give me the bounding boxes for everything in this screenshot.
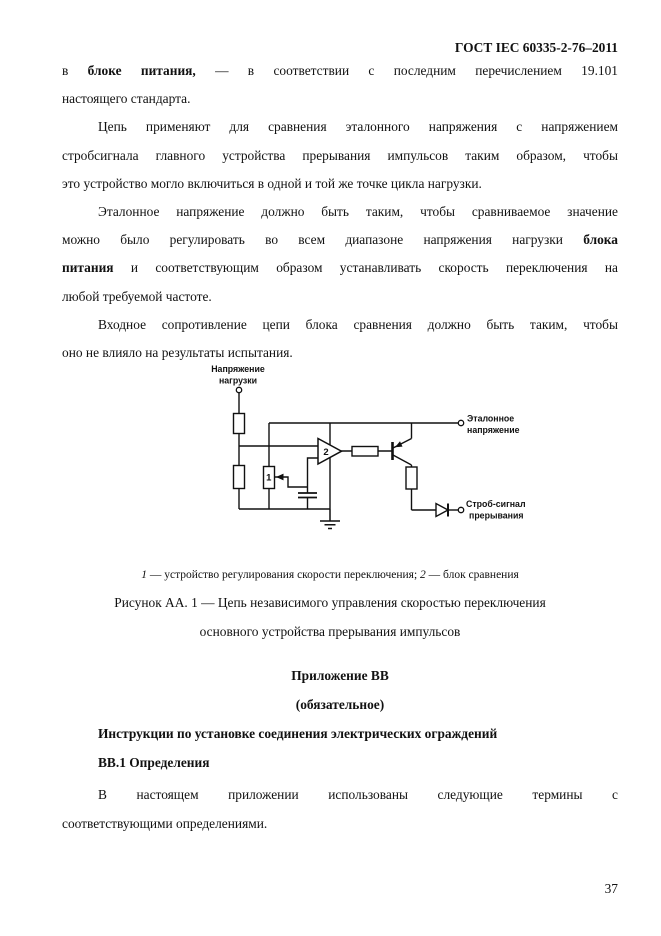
paragraph-5: В настоящем приложении использованы след…	[62, 781, 618, 839]
strobe-label-line2: прерывания	[469, 511, 524, 521]
load-voltage-terminal	[235, 386, 243, 394]
text-line: оно не влияло на результаты испытания.	[62, 345, 293, 361]
resistor-r2	[232, 464, 246, 490]
potentiometer-block-1	[262, 465, 276, 490]
annex-subtitle: (обязательное)	[295, 697, 385, 712]
circuit-components	[232, 386, 465, 518]
resistor-r3	[351, 445, 379, 457]
arrowheads	[276, 441, 403, 481]
text-line: стробсигнала главного устройства прерыва…	[62, 147, 618, 163]
text-line: соответствующими определениями.	[62, 815, 268, 831]
text-line: В настоящем приложении использованы след…	[98, 787, 618, 802]
comparator-block-2	[317, 437, 344, 466]
text-line: можно было регулировать во всем диапазон…	[62, 232, 618, 248]
transistor-emitter	[392, 423, 413, 449]
strobe-label-line1: Строб-сигнал	[466, 499, 526, 509]
reference-voltage-terminal	[457, 419, 465, 427]
text-line: любой требуемой частоте.	[62, 288, 212, 304]
figure-caption-line2: основного устройства прерывания импульсо…	[199, 623, 461, 639]
ground-symbol	[320, 509, 340, 530]
paragraph-3: Эталонное напряжение должно быть таким, …	[62, 198, 618, 311]
text-line: питания и соответствующим образом устана…	[62, 260, 618, 276]
paragraph-4: Входное сопротивление цепи блока сравнен…	[62, 311, 618, 367]
pot-wiper-arrow	[276, 473, 284, 481]
annex-heading: Инструкции по установке соединения элект…	[98, 726, 498, 741]
strobe-terminal	[457, 506, 465, 514]
figure-legend: 1 — устройство регулирования скорости пе…	[141, 569, 519, 581]
text-line: это устройство могло включиться в одной …	[62, 175, 482, 191]
load-voltage-label-line2: нагрузки	[219, 376, 257, 386]
pot-number-label: 1	[266, 473, 272, 484]
page-header: ГОСТ IEC 60335-2-76–2011	[454, 40, 618, 55]
body-text-block: в блоке питания, — в соответствии с посл…	[62, 57, 618, 367]
text-line: в блоке питания, — в соответствии с посл…	[62, 63, 618, 78]
page-number: 37	[604, 881, 618, 896]
figure-caption: Рисунок АА. 1 — Цепь независимого управл…	[40, 589, 620, 647]
annex-title: Приложение ВВ	[291, 668, 389, 683]
reference-voltage-label-line1: Эталонное	[467, 414, 514, 424]
emitter-arrow	[395, 441, 403, 448]
annex-section-heading: ВВ.1 Определения	[98, 755, 210, 770]
text-line: Цепь применяют для сравнения эталонного …	[98, 119, 618, 135]
load-voltage-label-line1: Напряжение	[211, 364, 265, 374]
text-line: настоящего стандарта.	[62, 91, 191, 107]
figure-caption-line1: Рисунок АА. 1 — Цепь независимого управл…	[114, 595, 546, 610]
figure-aa1-circuit-diagram: Напряжение нагрузки Эталонное напряжение…	[211, 364, 526, 530]
diode	[435, 502, 450, 518]
paragraph-1: в блоке питания, — в соответствии с посл…	[62, 57, 618, 113]
resistor-r4	[405, 466, 418, 490]
circuit-wires	[238, 393, 459, 530]
text-line: Эталонное напряжение должно быть таким, …	[98, 204, 618, 220]
paragraph-2: Цепь применяют для сравнения эталонного …	[62, 113, 618, 198]
comparator-number-label: 2	[323, 447, 328, 458]
resistor-r1	[232, 412, 246, 435]
figure-labels: Напряжение нагрузки Эталонное напряжение…	[211, 364, 525, 521]
text-line: Входное сопротивление цепи блока сравнен…	[98, 316, 618, 332]
reference-voltage-label-line2: напряжение	[467, 425, 520, 435]
wire-opamp-bottom-input	[306, 457, 320, 493]
